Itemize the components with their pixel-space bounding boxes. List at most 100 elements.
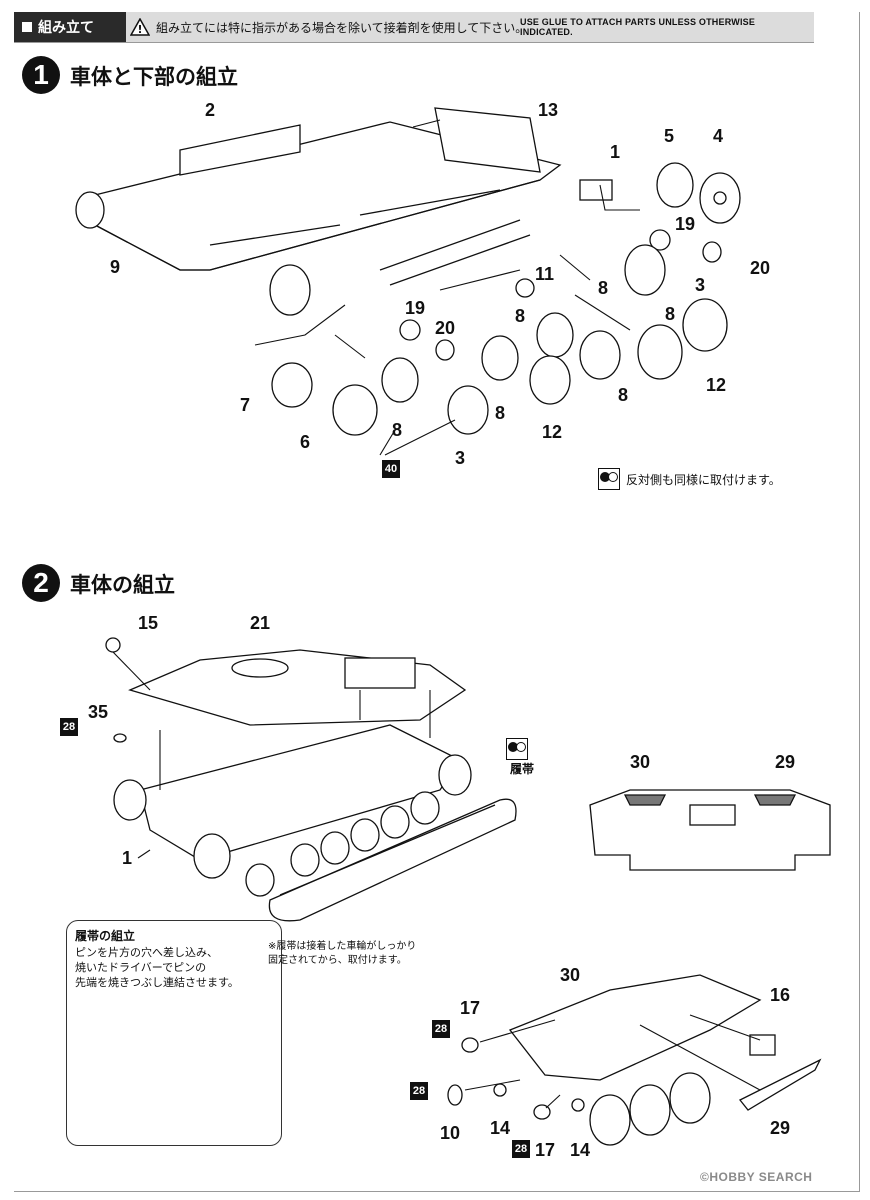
square-icon [22, 22, 32, 32]
warning-icon: ! [130, 18, 150, 36]
label-8a: 8 [598, 278, 609, 298]
both-sides-note: 反対側も同様に取付けます。 [598, 468, 781, 490]
label-1-step2: 1 [122, 848, 133, 868]
label-30b: 30 [560, 965, 581, 985]
label-19b: 19 [405, 298, 426, 318]
label-21: 21 [250, 613, 271, 633]
part-29-rear [753, 794, 797, 806]
footnote-line-2: 固定されてから、取付けます。 [268, 955, 407, 966]
label-2: 2 [205, 100, 216, 120]
label-8e: 8 [392, 420, 403, 440]
callout-body: ピンを片方の穴へ差し込み、 焼いたドライバーでピンの 先端を焼きつぶし連結させま… [75, 945, 239, 990]
sprocket-7 [271, 362, 313, 408]
footnote-line-1: ※履帯は接着した車輪がしっかり [268, 941, 417, 952]
part-13 [434, 107, 541, 173]
front-wheel [438, 754, 472, 796]
ref-box-28-17b: 28 [512, 1140, 530, 1158]
road-wheel-12c [579, 330, 621, 380]
label-6: 6 [300, 432, 311, 452]
road-wheel-3b [447, 385, 489, 435]
header-english: USE GLUE TO ATTACH PARTS UNLESS OTHERWIS… [520, 17, 756, 37]
idler-mount [269, 264, 311, 316]
label-1: 1 [610, 142, 621, 162]
label-8b: 8 [665, 304, 676, 324]
road-wheel-3a [624, 244, 666, 296]
part-35 [113, 733, 127, 743]
warning-text: 組み立てには特に指示がある場合を除いて接着剤を使用して下さい。 [156, 20, 528, 35]
label-29b: 29 [770, 1118, 791, 1138]
part-30-rear [623, 794, 667, 806]
road-wheel-8d [637, 324, 683, 380]
road-wheel-8e [381, 357, 419, 403]
part-16 [749, 1034, 776, 1056]
hull-rear-drum [75, 191, 105, 229]
svg-text:!: ! [137, 23, 142, 36]
rear-view-hull [589, 789, 831, 871]
engine-deck [344, 657, 416, 689]
header-tab-label: 組み立て [38, 20, 94, 36]
label-20a: 20 [750, 258, 771, 278]
label-8c: 8 [515, 306, 526, 326]
part-19a [649, 229, 671, 251]
label-14a: 14 [490, 1118, 511, 1138]
rear-hatch [689, 804, 736, 826]
part-29-fender [738, 1058, 822, 1111]
callout-line-2: 焼いたドライバーでピンの [75, 961, 207, 974]
part-20b [435, 339, 455, 361]
part-14a [493, 1083, 507, 1097]
label-4: 4 [713, 126, 724, 146]
ref-box-28-17a: 28 [432, 1020, 450, 1038]
ref-box-40: 40 [382, 460, 400, 478]
ref-box-28-10: 28 [410, 1082, 428, 1100]
road-wheel-8c [481, 335, 519, 381]
header-bar [14, 12, 814, 43]
road-wheel-12a [682, 298, 728, 352]
header-tab: 組み立て [14, 12, 126, 42]
sprocket-wheel [193, 833, 231, 879]
part-17a [461, 1037, 479, 1053]
label-19a: 19 [675, 214, 696, 234]
side-plate-2 [179, 124, 301, 176]
part-17b [533, 1104, 551, 1120]
lower-hull-assembly [139, 724, 461, 861]
label-20b: 20 [435, 318, 456, 338]
page-frame [14, 12, 860, 1192]
part-14b [571, 1098, 585, 1112]
label-35: 35 [88, 702, 109, 722]
label-13: 13 [538, 100, 559, 120]
track-assembly [268, 798, 517, 922]
label-10: 10 [440, 1123, 461, 1143]
label-11: 11 [535, 264, 555, 284]
part-20a [702, 241, 722, 263]
sprocket-6 [332, 384, 378, 436]
rear-hull-detail [508, 974, 762, 1081]
label-17a: 17 [460, 998, 481, 1018]
callout-line-3: 先端を焼きつぶし連結させます。 [75, 976, 239, 989]
part-15 [105, 637, 121, 653]
track-footnote: ※履帯は接着した車輪がしっかり 固定されてから、取付けます。 [268, 940, 416, 968]
label-7: 7 [240, 395, 251, 415]
watermark: ©HOBBY SEARCH [700, 1170, 813, 1184]
label-5: 5 [664, 126, 675, 146]
part-10 [447, 1084, 463, 1106]
label-3a: 3 [695, 275, 706, 295]
part-11 [515, 278, 535, 298]
track-sym [506, 738, 528, 760]
ref-box-28-35: 28 [60, 718, 78, 736]
step1-number: 1 [22, 56, 60, 94]
label-30a: 30 [630, 752, 651, 772]
label-14b: 14 [570, 1140, 591, 1160]
callout-title: 履帯の組立 [75, 929, 136, 943]
both-sides-text: 反対側も同様に取付けます。 [626, 472, 781, 487]
turret-ring [231, 658, 289, 678]
label-12b: 12 [542, 422, 563, 442]
step2-number: 2 [22, 564, 60, 602]
road-wheel-12b [529, 355, 571, 405]
part-19b [399, 319, 421, 341]
step1-title: 車体と下部の組立 [70, 65, 238, 89]
track-assembly-callout: 履帯の組立 ピンを片方の穴へ差し込み、 焼いたドライバーでピンの 先端を焼きつぶ… [66, 920, 282, 1146]
label-8d: 8 [618, 385, 629, 405]
label-3b: 3 [455, 448, 466, 468]
label-9: 9 [110, 257, 121, 277]
label-12a: 12 [706, 375, 727, 395]
